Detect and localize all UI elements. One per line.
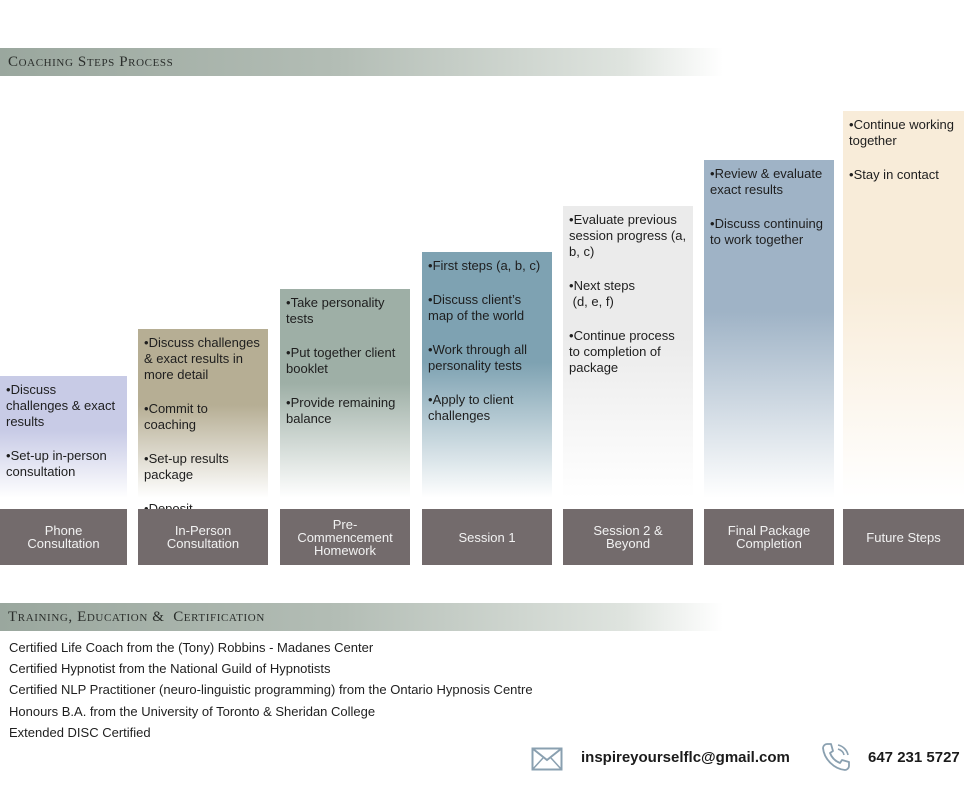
step-column-in-person-consultation: Discuss challenges & exact results in mo…	[138, 329, 268, 516]
training-section-header: Training, Education & Certification	[0, 603, 964, 631]
step-bullet: Review & evaluate exact results	[710, 166, 828, 198]
step-bullet: Take personality tests	[286, 295, 404, 327]
step-bullet: Discuss client’s map of the world	[428, 292, 546, 324]
step-column-future-steps: Continue working together Stay in contac…	[843, 111, 964, 498]
step-bullet: Set-up in-person consultation	[6, 448, 121, 480]
step-bullet: First steps (a, b, c)	[428, 258, 546, 274]
certification-item: Certified Life Coach from the (Tony) Rob…	[9, 640, 374, 655]
certification-item: Honours B.A. from the University of Toro…	[9, 703, 376, 719]
step-label-session-1: Session 1	[422, 509, 552, 565]
step-bullet: Continue working together	[849, 117, 958, 149]
envelope-icon	[531, 747, 563, 771]
step-bullet: Discuss continuing to work together	[710, 216, 828, 248]
training-section-title: Training, Education & Certification	[8, 609, 265, 625]
step-bullet: Work through all personality tests	[428, 342, 546, 374]
certification-item: Certified Hypnotist from the National Gu…	[9, 661, 331, 677]
step-label-phone-consultation: Phone Consultation	[0, 509, 127, 565]
step-label-future-steps: Future Steps	[843, 509, 964, 565]
step-bullet: Continue process to completion of packag…	[569, 328, 687, 376]
step-bullet: Apply to client challenges	[428, 392, 546, 424]
phone-icon	[822, 743, 850, 771]
email-link[interactable]: inspireyourselflc@gmail.com	[581, 749, 790, 766]
step-label-session-2-beyond: Session 2 & Beyond	[563, 509, 693, 565]
step-bullet: Discuss challenges & exact results in mo…	[144, 335, 262, 383]
phone-link[interactable]: 647 231 5727	[868, 749, 960, 766]
step-column-phone-consultation: Discuss challenges & exact results Set-u…	[0, 376, 127, 498]
certification-list: Certified Life Coach from the (Tony) Rob…	[9, 637, 533, 743]
step-column-session-2-beyond: Evaluate previous session progress (a, b…	[563, 206, 693, 498]
certification-item: Extended DISC Certified	[9, 724, 151, 740]
step-bullet: Next steps (d, e, f)	[569, 278, 687, 310]
step-bullet: Commit to coaching	[144, 401, 262, 433]
step-label-in-person-consultation: In-Person Consultation	[138, 509, 268, 565]
coaching-section-header: Coaching Steps Process	[0, 48, 964, 76]
certification-item: Certified NLP Practitioner (neuro-lingui…	[9, 682, 533, 698]
step-label-final-package-completion: Final Package Completion	[704, 509, 834, 565]
step-column-final-package-completion: Review & evaluate exact results Discuss …	[704, 160, 834, 498]
step-column-session-1: First steps (a, b, c) Discuss client’s m…	[422, 252, 552, 498]
step-column-pre-commencement-homework: Take personality tests Put together clie…	[280, 289, 410, 498]
step-bullet: Discuss challenges & exact results	[6, 382, 121, 430]
coaching-section-title: Coaching Steps Process	[8, 54, 174, 70]
step-label-pre-commencement-homework: Pre- Commencement Homework	[280, 509, 410, 565]
step-bullet: Stay in contact	[849, 167, 958, 183]
step-bullet: Put together client booklet	[286, 345, 404, 377]
step-bullet: Evaluate previous session progress (a, b…	[569, 212, 687, 260]
step-bullet: Set-up results package	[144, 451, 262, 483]
step-bullet: Provide remaining balance	[286, 395, 404, 427]
